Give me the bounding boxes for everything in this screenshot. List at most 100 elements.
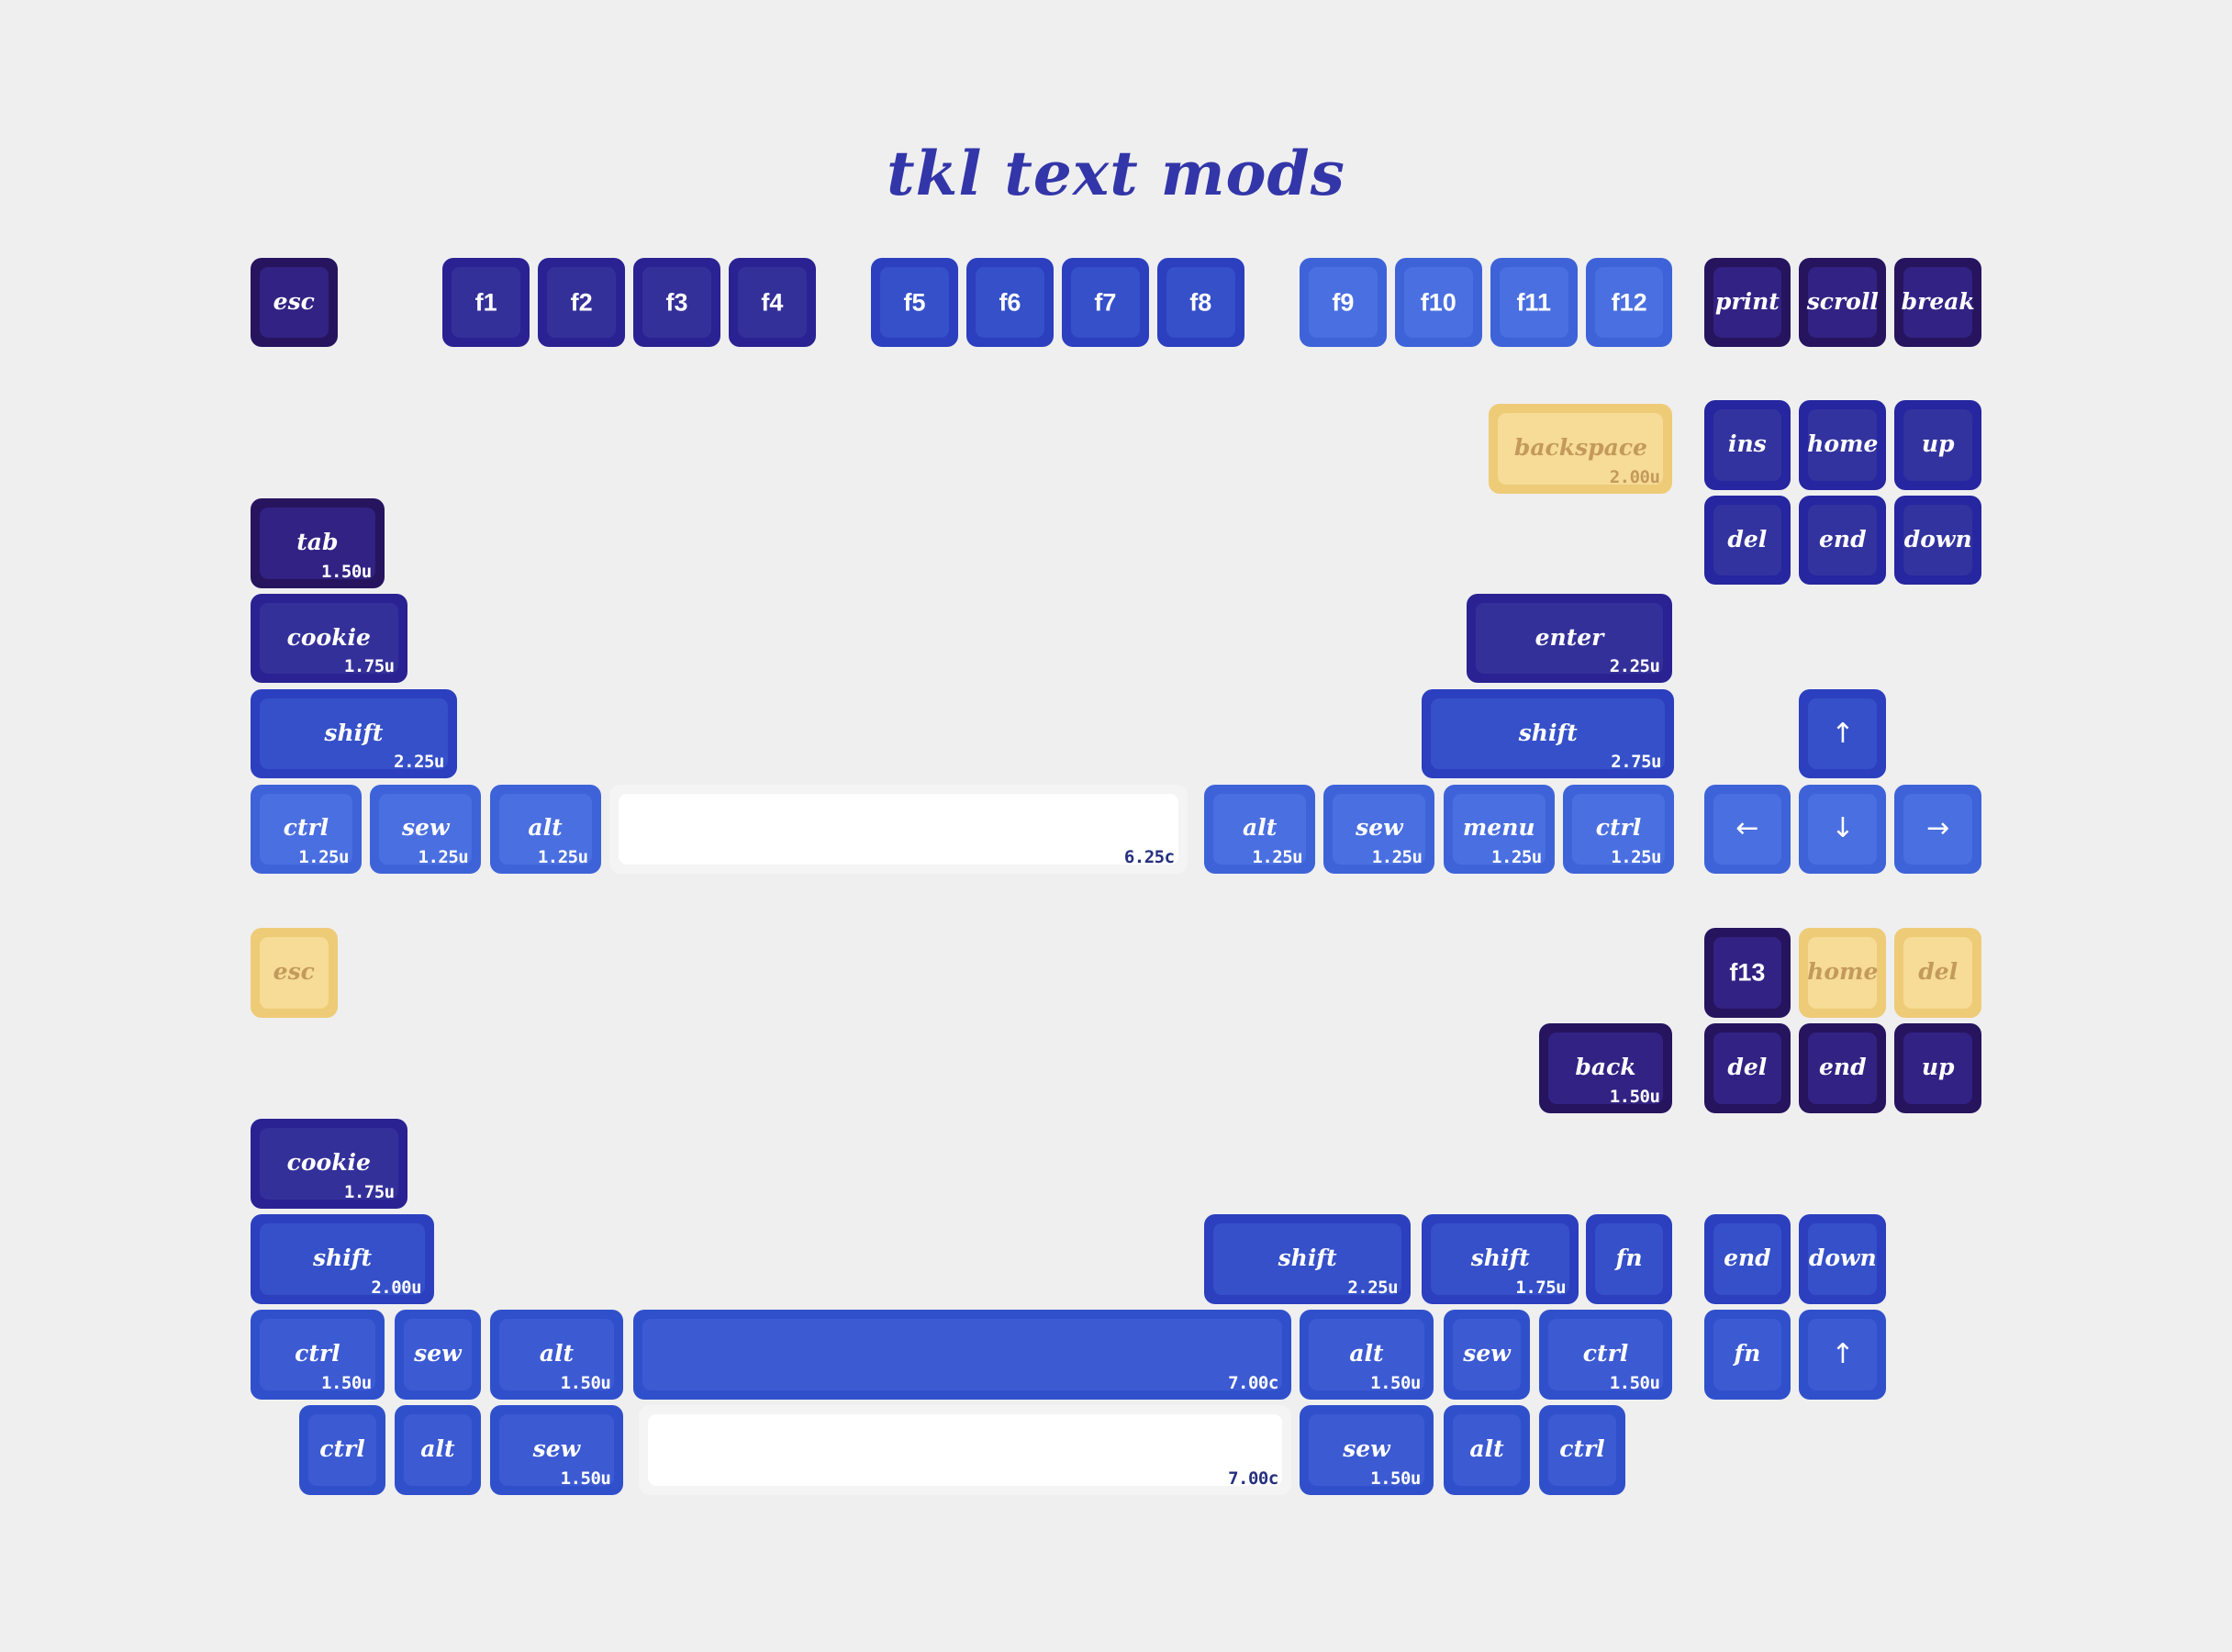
keycap-space-700c-blue[interactable]: 7.00c xyxy=(633,1309,1291,1400)
keycap-home-1[interactable]: home xyxy=(1799,399,1887,490)
keycap-top-alt-3 xyxy=(498,1318,615,1390)
keycap-f9[interactable]: f9 xyxy=(1300,257,1387,348)
keycap-top-alt-6 xyxy=(1452,1413,1522,1486)
keycap-del-1[interactable]: del xyxy=(1703,495,1791,586)
keycap-top-sew-3 xyxy=(403,1318,473,1390)
keycap-break[interactable]: break xyxy=(1894,257,1982,348)
keycap-f6[interactable]: f6 xyxy=(966,257,1054,348)
keycap-top-ctrl-2 xyxy=(1572,793,1665,865)
keycap-f2[interactable]: f2 xyxy=(538,257,625,348)
keycap-top-end-1 xyxy=(1808,504,1878,576)
keycap-end-3[interactable]: end xyxy=(1703,1214,1791,1304)
keycap-ctrl-5[interactable]: ctrl xyxy=(298,1404,386,1495)
keycap-top-break xyxy=(1903,266,1973,339)
keycap-f10[interactable]: f10 xyxy=(1395,257,1482,348)
keycap-space-625c[interactable]: 6.25c xyxy=(608,784,1188,875)
keycap-end-2[interactable]: end xyxy=(1799,1023,1887,1113)
keycap-top-shift-l-2 xyxy=(259,1223,426,1295)
keycap-top-ctrl-6 xyxy=(1547,1413,1617,1486)
keycap-del-3[interactable]: del xyxy=(1703,1023,1791,1113)
keycap-top-print xyxy=(1713,266,1782,339)
keycap-f8[interactable]: f8 xyxy=(1156,257,1244,348)
keycap-top-f6 xyxy=(976,266,1044,339)
keycap-top-sew-4 xyxy=(1452,1318,1522,1390)
keycap-f11[interactable]: f11 xyxy=(1490,257,1578,348)
keycap-arrow-dn-1[interactable]: ↓ xyxy=(1799,784,1887,875)
keycap-top-f10 xyxy=(1404,266,1473,339)
keycap-top-end-2 xyxy=(1808,1032,1878,1104)
keycap-f1[interactable]: f1 xyxy=(442,257,530,348)
keycap-print[interactable]: print xyxy=(1703,257,1791,348)
keycap-down-1[interactable]: down xyxy=(1894,495,1982,586)
keycap-space-700c-white[interactable]: 7.00c xyxy=(639,1404,1291,1495)
keycap-f13[interactable]: f13 xyxy=(1703,928,1791,1018)
keycap-top-ctrl-5 xyxy=(307,1413,377,1486)
keycap-f7[interactable]: f7 xyxy=(1062,257,1149,348)
keycap-arrow-lt-1[interactable]: ← xyxy=(1703,784,1791,875)
keycap-f5[interactable]: f5 xyxy=(871,257,958,348)
keycap-top-up-2 xyxy=(1903,1032,1973,1104)
keycap-scroll[interactable]: scroll xyxy=(1799,257,1887,348)
keycap-arrow-up-2[interactable]: ↑ xyxy=(1799,1309,1887,1400)
keycap-top-end-3 xyxy=(1713,1223,1782,1295)
keycap-esc-2[interactable]: esc xyxy=(250,928,338,1018)
keycap-f3[interactable]: f3 xyxy=(633,257,720,348)
keycap-top-f12 xyxy=(1594,266,1664,339)
keycap-ins[interactable]: ins xyxy=(1703,399,1791,490)
keycap-alt-6[interactable]: alt xyxy=(1443,1404,1531,1495)
keycap-f12[interactable]: f12 xyxy=(1585,257,1673,348)
keycap-sew-4[interactable]: sew xyxy=(1443,1309,1531,1400)
keycap-arrow-up-1[interactable]: ↑ xyxy=(1799,688,1887,779)
keycap-top-home-2 xyxy=(1808,937,1878,1009)
keycap-del-2[interactable]: del xyxy=(1894,928,1982,1018)
keycap-end-1[interactable]: end xyxy=(1799,495,1887,586)
keycap-home-2[interactable]: home xyxy=(1799,928,1887,1018)
keycap-fn-1[interactable]: fn xyxy=(1585,1214,1673,1304)
keycap-top-shift-r-1 xyxy=(1431,698,1665,770)
keycap-top-tab xyxy=(259,507,375,579)
keycap-top-cookie-2 xyxy=(259,1128,398,1200)
keycap-top-space-700c-white xyxy=(648,1413,1282,1486)
keycap-arrow-rt-1[interactable]: → xyxy=(1894,784,1982,875)
keycap-fn-2[interactable]: fn xyxy=(1703,1309,1791,1400)
keycap-top-alt-5 xyxy=(403,1413,473,1486)
keycap-top-alt-4 xyxy=(1309,1318,1424,1390)
keycap-up-1[interactable]: up xyxy=(1894,399,1982,490)
keycap-top-esc-1 xyxy=(259,266,329,339)
keycap-top-del-1 xyxy=(1713,504,1782,576)
keycap-top-ctrl-1 xyxy=(259,793,352,865)
keycap-top-space-700c-blue xyxy=(642,1318,1282,1390)
keycap-up-2[interactable]: up xyxy=(1894,1023,1982,1113)
keycap-top-backspace xyxy=(1498,413,1664,486)
keycap-f4[interactable]: f4 xyxy=(729,257,816,348)
keycap-alt-5[interactable]: alt xyxy=(394,1404,482,1495)
keycap-esc-1[interactable]: esc xyxy=(250,257,338,348)
keycap-down-2[interactable]: down xyxy=(1799,1214,1887,1304)
keycap-sew-3[interactable]: sew xyxy=(394,1309,482,1400)
keycap-ctrl-6[interactable]: ctrl xyxy=(1538,1404,1626,1495)
